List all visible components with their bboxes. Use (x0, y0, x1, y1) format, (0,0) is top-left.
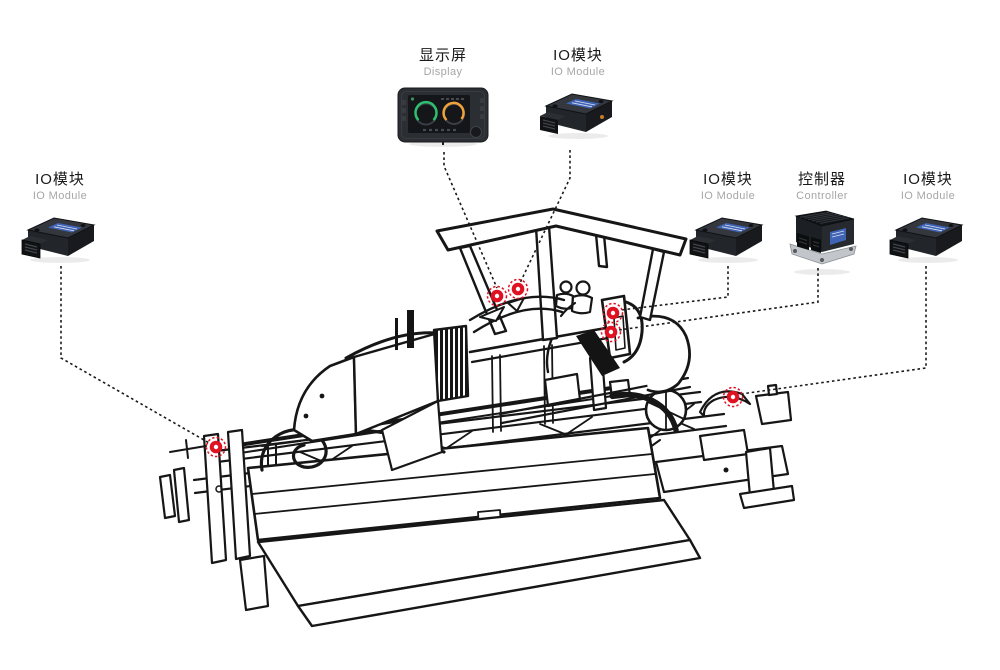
io-module-device-image (540, 93, 614, 139)
line-io-module-right (620, 266, 729, 311)
component-io-module-top: IO模块 IO Module (518, 46, 638, 140)
device-io-module-far-right (868, 210, 988, 264)
component-label-en: Display (423, 66, 463, 78)
connection-markers (205, 278, 744, 458)
display-device-image (397, 87, 489, 147)
marker-display (486, 285, 508, 307)
component-io-module-left: IO模块 IO Module (0, 170, 120, 264)
marker-io-module-left (205, 436, 227, 458)
line-display (443, 152, 498, 289)
line-controller (618, 268, 819, 331)
component-label-zh: 控制器 (797, 171, 846, 188)
component-labels: IO模块 IO Module (868, 170, 988, 203)
component-labels: IO模块 IO Module (0, 170, 120, 203)
line-io-module-far-right (740, 266, 927, 395)
screed-assembly (158, 426, 702, 628)
line-io-module-top (519, 150, 571, 284)
device-io-module-top (518, 86, 638, 140)
component-label-en: IO Module (550, 66, 606, 78)
machine-outline (158, 207, 796, 628)
component-display: 显示屏 Display (383, 46, 503, 148)
engine-hood (292, 310, 470, 472)
marker-io-module-top (507, 278, 529, 300)
canopy (435, 207, 688, 342)
io-module-device-image (21, 217, 96, 263)
component-labels: 控制器 Controller (762, 170, 882, 203)
component-label-en: Controller (796, 190, 848, 202)
component-io-module-right: IO模块 IO Module (668, 170, 788, 264)
marker-io-module-far-right (722, 386, 744, 408)
component-label-zh: IO模块 (903, 171, 953, 188)
device-display (383, 86, 503, 148)
component-labels: 显示屏 Display (383, 46, 503, 79)
component-label-en: IO Module (700, 190, 756, 202)
device-controller (762, 210, 882, 276)
connector-lines (60, 150, 927, 445)
marker-controller (600, 321, 622, 343)
io-module-device-image (689, 217, 764, 263)
component-label-en: IO Module (900, 190, 956, 202)
component-label-zh: IO模块 (35, 171, 85, 188)
operator-figures (554, 280, 594, 318)
io-module-device-image (889, 217, 964, 263)
right-extension (597, 383, 796, 510)
component-io-module-far-right: IO模块 IO Module (868, 170, 988, 264)
component-controller: 控制器 Controller (762, 170, 882, 276)
device-io-module-left (0, 210, 120, 264)
device-io-module-right (668, 210, 788, 264)
controller-device-image (789, 210, 857, 275)
tractor-body (468, 294, 692, 433)
component-label-en: IO Module (32, 190, 88, 202)
component-label-zh: IO模块 (703, 171, 753, 188)
component-label-zh: 显示屏 (418, 47, 467, 64)
component-labels: IO模块 IO Module (668, 170, 788, 203)
component-labels: IO模块 IO Module (518, 46, 638, 79)
line-io-module-left (60, 266, 212, 445)
component-label-zh: IO模块 (553, 47, 603, 64)
